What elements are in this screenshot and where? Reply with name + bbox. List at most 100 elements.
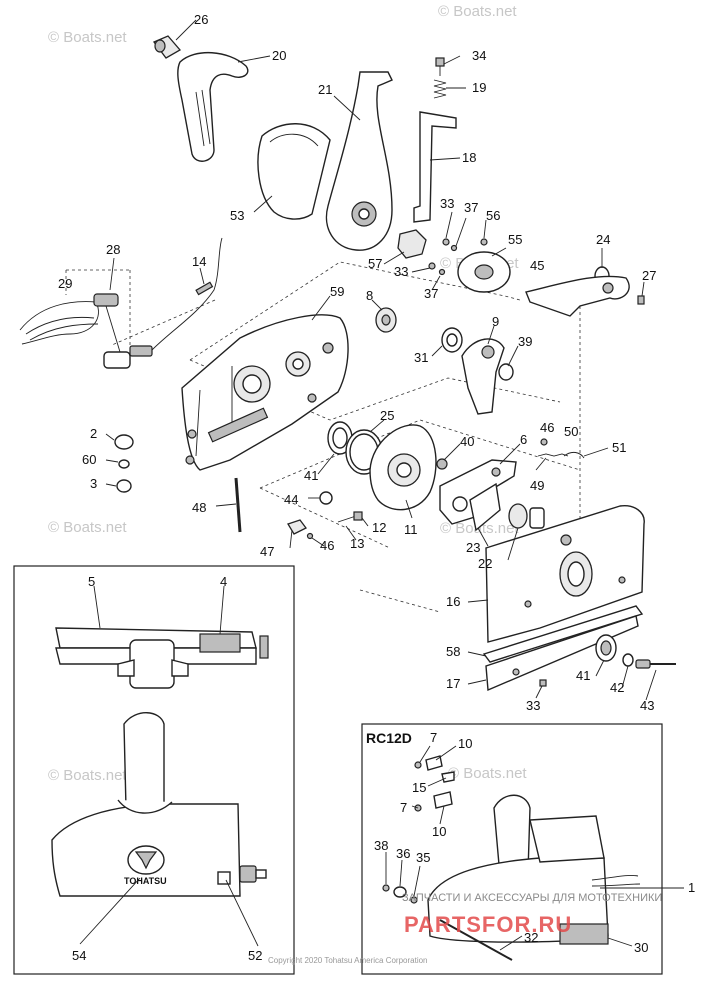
brand-label: TOHATSU <box>124 876 167 886</box>
part-20-handle-grip <box>177 51 249 162</box>
callout-34: 34 <box>472 48 486 63</box>
callout-48: 48 <box>192 500 206 515</box>
callout-24: 24 <box>596 232 610 247</box>
callout-28: 28 <box>106 242 120 257</box>
shop-tagline: ЗАПЧАСТИ И АКСЕССУАРЫ ДЛЯ МОТОТЕХНИКИ <box>402 892 662 904</box>
callout-41: 41 <box>576 668 590 683</box>
part-47-stopper <box>287 519 307 535</box>
rc12d-small-parts <box>382 755 455 904</box>
callout-8: 8 <box>366 288 373 303</box>
callout-47: 47 <box>260 544 274 559</box>
part-57-block <box>397 229 427 259</box>
callout-44: 44 <box>284 492 298 507</box>
part-46-screw <box>540 438 548 446</box>
callout-5: 5 <box>88 574 95 589</box>
part-53-cover <box>257 123 331 220</box>
callout-7: 7 <box>400 800 407 815</box>
part-46-screw-b <box>306 532 314 540</box>
callout-33: 33 <box>526 698 540 713</box>
part-16-side-plate <box>485 505 645 643</box>
callout-32: 32 <box>524 930 538 945</box>
callout-56: 56 <box>486 208 500 223</box>
callout-20: 20 <box>272 48 286 63</box>
small-fasteners <box>428 238 488 276</box>
callout-50: 50 <box>564 424 578 439</box>
watermark: © Boats.net <box>438 3 517 20</box>
watermark: © Boats.net <box>448 765 527 782</box>
callout-15: 15 <box>412 780 426 795</box>
callout-60: 60 <box>82 452 96 467</box>
part-43-bolt <box>635 659 676 669</box>
callout-58: 58 <box>446 644 460 659</box>
part-12-screw <box>337 511 363 523</box>
part-26-cap <box>152 35 182 59</box>
callout-7: 7 <box>430 730 437 745</box>
callout-46: 46 <box>320 538 334 553</box>
callout-25: 25 <box>380 408 394 423</box>
part-45-lever <box>525 275 630 317</box>
part-33-screw-c <box>539 679 547 687</box>
part-11-gear-disc <box>369 424 437 511</box>
callout-10: 10 <box>458 736 472 751</box>
part-40-pin <box>436 458 448 470</box>
shop-logo: PARTSFOR.RU <box>404 912 572 937</box>
part-41-bushing-b <box>595 634 617 662</box>
part-58-spacer <box>482 605 644 663</box>
part-5-4-top-view <box>55 627 269 689</box>
callout-31: 31 <box>414 350 428 365</box>
callout-16: 16 <box>446 594 460 609</box>
callout-30: 30 <box>634 940 648 955</box>
callout-40: 40 <box>460 434 474 449</box>
callout-53: 53 <box>230 208 244 223</box>
inset-rc12d <box>361 723 663 975</box>
part-50-spring <box>537 453 569 457</box>
part-51-clip <box>563 451 585 459</box>
part-31-washer <box>441 327 463 353</box>
callout-13: 13 <box>350 536 364 551</box>
part-39-ring <box>498 363 514 381</box>
callout-10: 10 <box>432 824 446 839</box>
part-22-roller <box>508 503 545 529</box>
callout-21: 21 <box>318 82 332 97</box>
part-42-washer <box>622 653 634 667</box>
callout-19: 19 <box>472 80 486 95</box>
part-19-spring <box>433 79 447 99</box>
tohatsu-logo-icon <box>134 851 158 870</box>
watermark: © Boats.net <box>48 29 127 46</box>
callout-37: 37 <box>464 200 478 215</box>
leader-lines <box>79 19 684 951</box>
part-3-cap <box>116 479 132 493</box>
callout-43: 43 <box>640 698 654 713</box>
callout-9: 9 <box>492 314 499 329</box>
callout-3: 3 <box>90 476 97 491</box>
callout-35: 35 <box>416 850 430 865</box>
callout-45: 45 <box>530 258 544 273</box>
callout-2: 2 <box>90 426 97 441</box>
callout-36: 36 <box>396 846 410 861</box>
copyright-notice: Copyright 2020 Tohatsu America Corporati… <box>268 956 428 965</box>
callout-29: 29 <box>58 276 72 291</box>
callout-11: 11 <box>404 522 418 537</box>
callout-54: 54 <box>72 948 86 963</box>
callout-18: 18 <box>462 150 476 165</box>
callout-33: 33 <box>394 264 408 279</box>
remote-control-front-view: TOHATSU <box>51 712 267 897</box>
part-9-bracket <box>461 338 505 415</box>
part-44-ball <box>319 491 333 505</box>
part-14-stop-switch <box>151 237 223 351</box>
part-27-screw <box>637 295 645 305</box>
callout-41: 41 <box>304 468 318 483</box>
part-8-bushing <box>375 307 397 333</box>
callout-17: 17 <box>446 676 460 691</box>
part-48-strip <box>234 477 242 533</box>
callout-37: 37 <box>424 286 438 301</box>
callout-23: 23 <box>466 540 480 555</box>
inset-title: RC12D <box>366 730 412 746</box>
callout-27: 27 <box>642 268 656 283</box>
callout-labels: 26 20 34 19 21 18 53 33 37 56 55 57 33 3… <box>58 12 695 963</box>
part-28-lanyard <box>19 293 153 369</box>
callout-6: 6 <box>520 432 527 447</box>
callout-4: 4 <box>220 574 227 589</box>
